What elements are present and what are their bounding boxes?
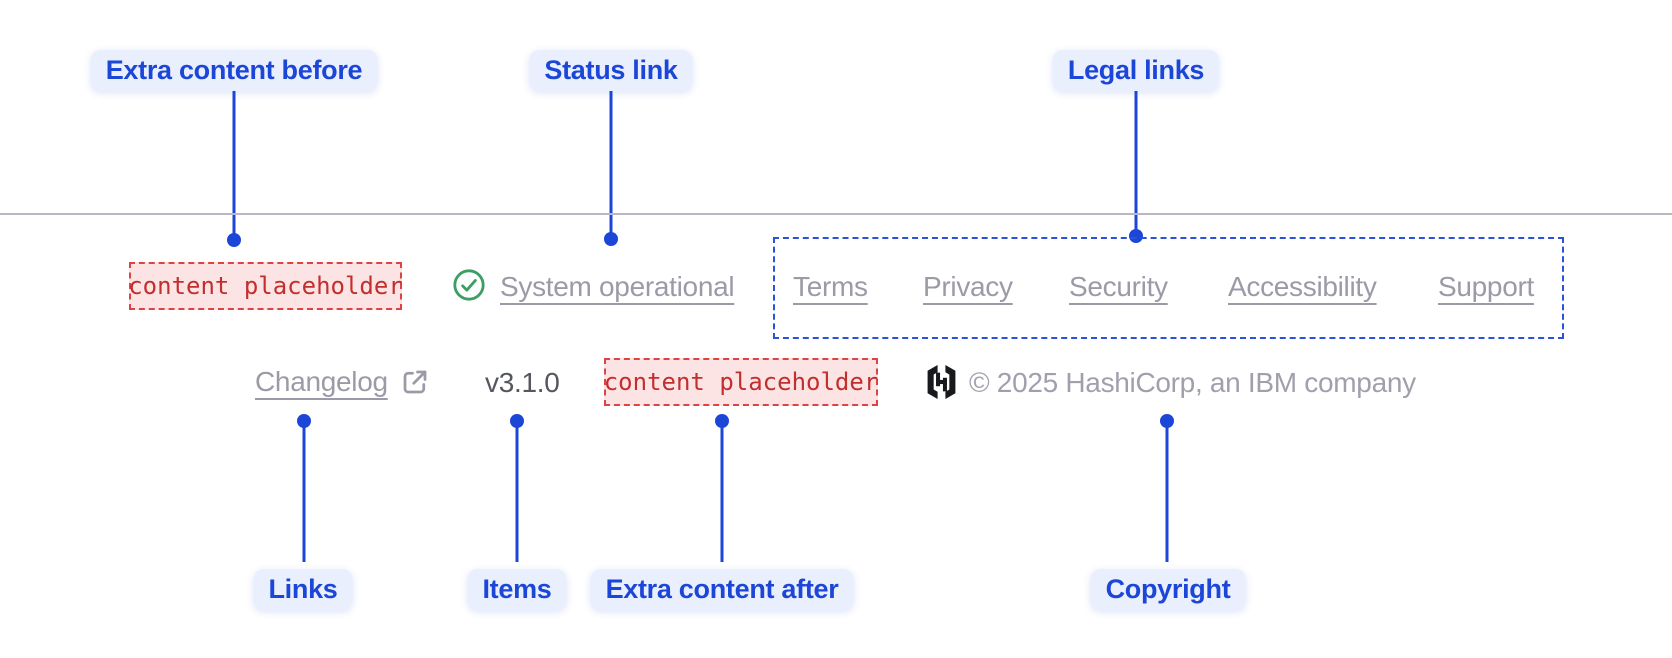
connector-line-legal-links [1134,91,1138,236]
connector-line-copyright [1165,421,1169,562]
connector-line-links [302,421,306,562]
placeholder-extra-content-after: content placeholder [604,358,878,406]
connector-line-status-link [609,91,613,239]
external-link-icon [400,367,430,397]
changelog-label: Changelog [255,366,388,397]
connector-line-extra-content-after [720,421,724,562]
legal-link-terms[interactable]: Terms [793,271,868,302]
legal-link-support[interactable]: Support [1438,271,1534,302]
annotation-label-legal-links: Legal links [1052,50,1220,91]
connector-dot-extra-content-before [227,233,241,247]
annotation-label-links: Links [253,569,353,610]
connector-dot-status-link [604,232,618,246]
legal-link-accessibility[interactable]: Accessibility [1228,271,1377,302]
legal-link-privacy[interactable]: Privacy [923,271,1013,302]
annotation-label-extra-content-before: Extra content before [90,50,378,91]
copyright-text: © 2025 HashiCorp, an IBM company [969,367,1416,398]
placeholder-extra-content-before: content placeholder [128,262,403,310]
version-label: v3.1.0 [485,367,560,398]
hashicorp-logo [926,365,957,399]
check-circle-icon [452,268,486,302]
legal-links-region [773,237,1564,339]
annotation-label-items: Items [467,569,567,610]
annotation-label-extra-content-after: Extra content after [590,569,854,610]
connector-line-extra-content-before [232,91,236,240]
status-link[interactable]: System operational [500,271,735,302]
annotation-label-status-link: Status link [529,50,693,91]
footer-top-divider [0,213,1672,215]
connector-line-items [515,421,519,562]
changelog-link[interactable]: Changelog [255,366,430,398]
connector-dot-legal-links [1129,229,1143,243]
annotation-label-copyright: Copyright [1090,569,1246,610]
legal-link-security[interactable]: Security [1069,271,1168,302]
